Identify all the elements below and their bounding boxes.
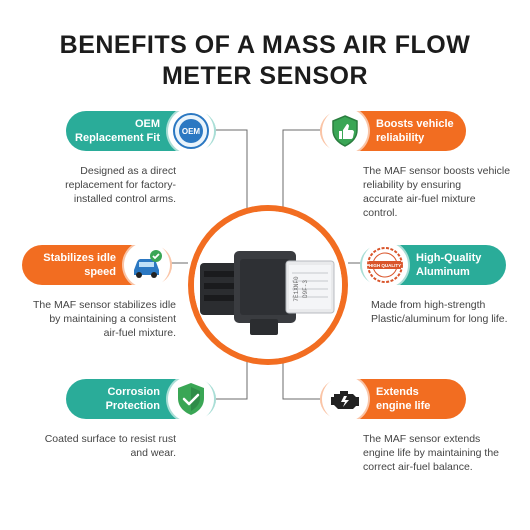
engine-icon — [322, 376, 368, 422]
product-label-line-1: 7E1XNF0 — [293, 276, 300, 302]
benefit-reliability: Boosts vehicle reliability — [320, 108, 466, 154]
connector-corrosion — [212, 358, 248, 400]
benefit-corrosion-desc: Coated surface to resist rust and wear. — [44, 433, 176, 459]
high-quality-stamp-icon: HIGH QUALITY — [362, 242, 408, 288]
benefit-idle-speed: Stabilizes idle speed — [22, 242, 172, 288]
benefit-engine-life-desc: The MAF sensor extends engine life by ma… — [363, 433, 500, 473]
title-line-2: METER SENSOR — [161, 62, 369, 90]
product-image: 7E1XNF0 D9F-3 — [194, 211, 342, 359]
benefit-idle-speed-desc: The MAF sensor stabilizes idle by mainta… — [33, 299, 176, 339]
thumbs-up-shield-icon — [322, 108, 368, 154]
connector-reliability — [282, 129, 325, 212]
benefit-aluminum-desc: Made from high-strength Plastic/aluminum… — [371, 299, 508, 325]
benefit-title: High-Quality Aluminum — [416, 252, 482, 278]
benefit-reliability-desc: The MAF sensor boosts vehicle reliabilit… — [363, 165, 511, 219]
benefit-aluminum: HIGH QUALITY High-Quality Aluminum — [360, 242, 506, 288]
benefit-engine-life: Extends engine life — [320, 376, 466, 422]
benefit-oem-fit-desc: Designed as a direct replacement for fac… — [65, 165, 176, 205]
connector-oem — [215, 129, 248, 212]
product-label-line-2: D9F-3 — [302, 280, 309, 299]
product-image-ring: 7E1XNF0 D9F-3 — [188, 205, 348, 365]
svg-text:HIGH QUALITY: HIGH QUALITY — [369, 263, 401, 268]
benefit-title: Boosts vehicle reliability — [376, 118, 454, 144]
shield-check-icon — [168, 376, 214, 422]
benefit-title: Stabilizes idle speed — [43, 252, 116, 278]
oem-badge-icon: OEM — [168, 108, 214, 154]
benefit-oem-fit: OEM Replacement Fit OEM — [66, 108, 216, 154]
benefit-title: Corrosion Protection — [105, 386, 160, 412]
page-title: BENEFITS OF A MASS AIR FLOW METER SENSOR — [0, 30, 530, 92]
maf-sensor-illustration — [194, 211, 342, 359]
title-line-1: BENEFITS OF A MASS AIR FLOW — [59, 31, 471, 59]
benefit-title: Extends engine life — [376, 386, 431, 412]
car-check-icon — [124, 242, 170, 288]
benefit-title: OEM Replacement Fit — [75, 118, 160, 144]
connector-engine — [282, 358, 320, 400]
benefit-corrosion: Corrosion Protection — [66, 376, 216, 422]
product-label: 7E1XNF0 D9F-3 — [292, 268, 310, 310]
svg-text:OEM: OEM — [182, 127, 201, 136]
